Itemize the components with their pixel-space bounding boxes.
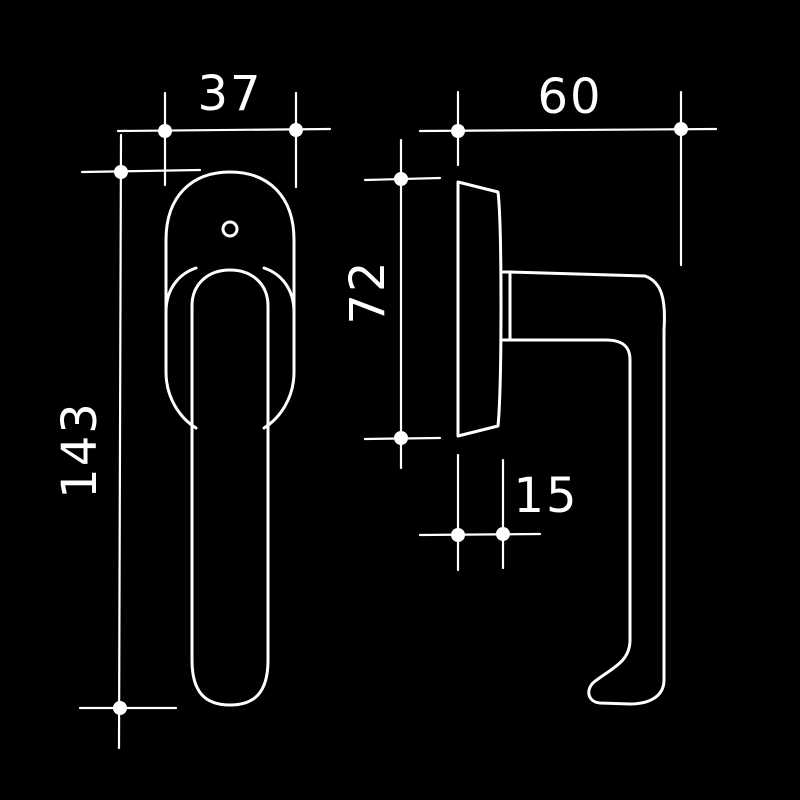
front-rosette-outline: [164, 170, 296, 430]
side-lever-outline: [508, 270, 666, 706]
dimension-37: 37: [116, 66, 332, 189]
dimension-60: 60: [418, 69, 718, 267]
side-view: [456, 180, 666, 706]
dim-label-37: 37: [197, 66, 262, 122]
dimension-72: 72: [340, 138, 442, 470]
dim-label-15: 15: [513, 468, 578, 524]
dim-label-60: 60: [537, 69, 602, 125]
dim-label-143: 143: [52, 401, 108, 499]
dimension-15: 15: [418, 453, 578, 572]
front-view: [164, 170, 296, 707]
front-lever-outline: [190, 268, 270, 707]
spindle-hole: [221, 220, 239, 238]
dim-label-72: 72: [340, 259, 396, 324]
side-rosette-outline: [456, 180, 503, 438]
dimension-143: 143: [52, 133, 202, 750]
